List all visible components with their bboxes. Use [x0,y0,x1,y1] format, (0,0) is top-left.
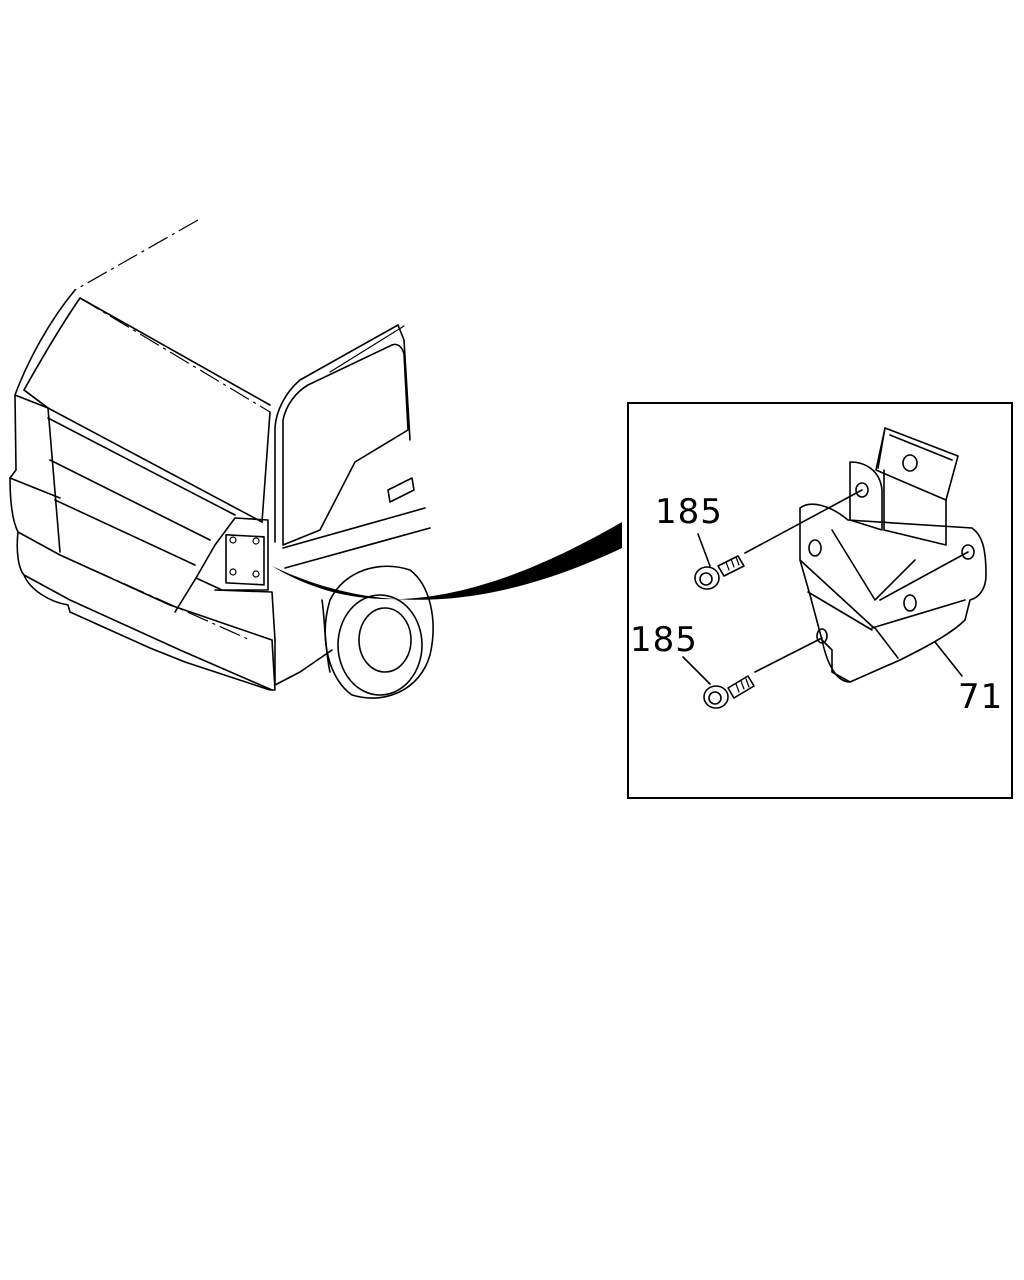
upper-flange-hole [855,482,869,498]
right-hole-axis-line [879,551,969,601]
body-hole-center [903,594,917,612]
side-panel-line [284,527,431,569]
bracket-leader [934,641,963,677]
bracket-hole [229,568,237,576]
body-edge [874,627,899,659]
body-diagonal-1 [799,559,875,629]
bumper-top [9,477,273,641]
corner-panel [195,517,269,591]
callout-lower-bolt: 185 [630,620,698,660]
body-diagonal-2 [831,529,916,601]
grille-mid [49,459,211,541]
bracket-body [799,503,987,683]
bracket-hole [229,536,237,544]
tab-inner [889,434,953,461]
cab-left-edge [9,289,76,479]
upper-bolt-axis-line [744,489,863,554]
bumper-corner [214,589,276,641]
truck-cab-illustration [9,219,434,699]
bolt-socket [699,572,713,586]
front-face-left [47,407,61,553]
corner-panel-edge [174,577,197,613]
callout-upper-bolt: 185 [655,492,723,532]
windshield-top [79,297,271,406]
tab-hole [902,454,918,472]
door-window [282,343,409,546]
callout-bracket: 71 [958,677,1003,717]
bracket-assembly [799,427,987,683]
roof-line-1 [74,219,199,291]
upper-bolt [694,533,745,590]
bracket-hole [252,537,260,545]
body-hole-lower [816,628,828,644]
front-wheel [321,565,434,699]
lower-skirt [23,574,271,691]
step [274,639,333,686]
windshield-right [261,411,271,523]
grille-top [47,417,236,516]
bolt-shank [727,675,755,699]
lower-lip [821,639,851,683]
windshield-left [23,297,81,409]
fender-edge [321,599,331,673]
door-handle [387,477,415,503]
wheel-hub [358,607,412,673]
bolt-head [694,566,720,590]
bracket-location-highlight [225,534,265,586]
body-face [807,591,873,631]
bolt-head [703,685,729,709]
bolt-thread [725,556,740,571]
grille-low [54,499,196,566]
detail-view-frame [627,402,1013,799]
pointer-arrow [272,522,622,600]
bumper-edge [9,477,61,499]
door-frame [274,324,411,543]
body-hole-right [961,544,975,560]
body-lower-edge [871,599,966,629]
lower-bolt [682,656,755,709]
tab-fold [877,427,886,469]
bumper-end [271,639,276,691]
bumper-bottom [16,531,273,691]
door-beltline [282,507,426,549]
bolt-socket [708,691,722,705]
bracket-hole [252,570,260,578]
upper-bolt-leader [697,533,711,567]
upper-flange [849,461,883,531]
roof-line-3 [329,325,405,373]
lower-bolt-axis-line [754,637,823,673]
bolt-thread [735,678,750,693]
tab-stem [883,469,947,546]
tire-sidewall [337,594,423,696]
roof-line-2 [79,297,271,413]
tire [324,565,434,699]
cab-corner [14,394,49,409]
body-hole-left [808,539,822,557]
lower-bolt-leader [682,656,711,685]
